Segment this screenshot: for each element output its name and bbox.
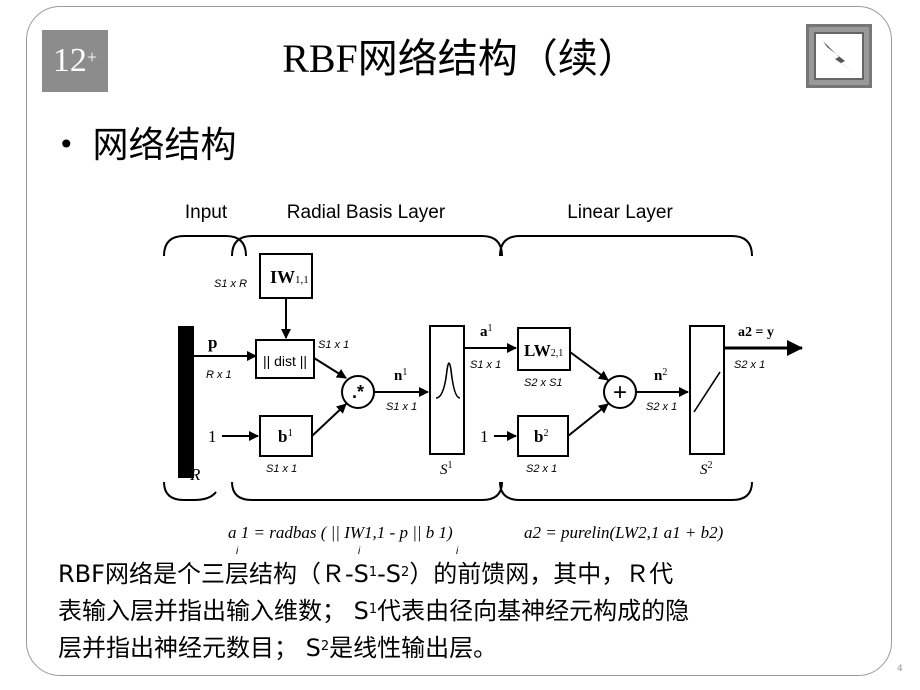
- equation-index-mark-2: i: [358, 546, 361, 557]
- bullet-item: •网络结构: [58, 125, 237, 166]
- description-line-2: 表输入层并指出输入维数； S1代表由径向基神经元构成的隐: [58, 593, 878, 630]
- a1-dim-label: S1 x 1: [470, 359, 501, 371]
- lw-to-sum-arrow: [569, 351, 609, 381]
- brace-radial-bottom: [231, 481, 503, 501]
- bias1-to-mult-arrow: [311, 403, 347, 437]
- dist-block: [255, 339, 315, 379]
- desc-l3-b: 是线性输出层。: [329, 634, 498, 662]
- iw-block: [259, 253, 313, 299]
- a1-label-main: a: [480, 324, 488, 340]
- header-input: Input: [185, 202, 228, 223]
- n1-label-sup: 1: [402, 367, 407, 378]
- brace-input-top: [163, 235, 247, 257]
- radbas-size-sup: 1: [448, 460, 453, 471]
- purelin-size-main: S: [700, 462, 708, 478]
- desc-l1-sup2: 2: [401, 565, 410, 580]
- slide-number-sup: +: [86, 47, 98, 67]
- input-size-label: R: [189, 465, 201, 484]
- page-index: 4: [897, 664, 903, 674]
- bias2-label: b2: [534, 427, 548, 446]
- bias1-label: b1: [278, 427, 293, 446]
- lw-label-main: LW: [524, 341, 551, 360]
- iw-label-sub: 1,1: [295, 274, 309, 286]
- brace-input-bottom: [163, 481, 217, 501]
- bias2-to-sum-arrow: [567, 403, 609, 437]
- lw-block: [517, 327, 571, 371]
- brace-linear-top: [499, 235, 753, 257]
- equation-index-mark-1: i: [236, 546, 239, 557]
- slide-frame: [26, 6, 892, 676]
- equation-purelin: a2 = purelin(LW2,1 a1 + b2): [524, 523, 724, 542]
- a1-label-sup: 1: [488, 323, 493, 334]
- description-line-3: 层并指出神经元数目； S2是线性输出层。: [58, 630, 878, 667]
- dist-dim-label: S1 x 1: [318, 339, 349, 351]
- desc-l2-sup: 1: [368, 602, 378, 617]
- bias2-label-main: b: [534, 427, 543, 446]
- desc-l1-sup1: 1: [368, 565, 378, 580]
- slide-number: 12: [52, 42, 87, 79]
- description-line-1: RBF网络是个三层结构（Ｒ-S1-S2）的前馈网，其中，Ｒ代: [58, 556, 878, 593]
- desc-l1-c: ）的前馈网，其中，Ｒ代: [409, 560, 674, 588]
- equation-radbas: a 1 = radbas ( || IW1,1 - p || b 1): [228, 523, 453, 542]
- desc-l2-a: 表输入层并指出输入维数； S: [58, 597, 369, 625]
- header-linear-layer: Linear Layer: [567, 202, 673, 223]
- p-label: p: [208, 333, 217, 352]
- bias2-dim-label: S2 x 1: [526, 463, 557, 475]
- bias1-dim-label: S1 x 1: [266, 463, 297, 475]
- slide-number-badge: 12+: [42, 30, 108, 92]
- bias1-input-label: 1: [208, 427, 217, 446]
- radbas-size-main: S: [440, 462, 448, 478]
- iw-dim-label: S1 x R: [214, 278, 247, 290]
- lightning-logo-icon: [806, 24, 872, 88]
- purelin-size-label: S2: [700, 460, 713, 478]
- input-vector-bar: [178, 326, 194, 478]
- n2-dim-label: S2 x 1: [646, 401, 677, 413]
- lw-dim-label: S2 x S1: [524, 377, 563, 389]
- header-radial-basis-layer: Radial Basis Layer: [287, 202, 446, 223]
- brace-linear-bottom: [499, 481, 753, 501]
- lw-label-sub: 2,1: [551, 348, 564, 359]
- n2-label-main: n: [654, 368, 663, 384]
- radbas-size-label: S1: [440, 460, 453, 478]
- n1-dim-label: S1 x 1: [386, 401, 417, 413]
- iw-label: IW1,1: [270, 267, 309, 287]
- description-text: RBF网络是个三层结构（Ｒ-S1-S2）的前馈网，其中，Ｒ代 表输入层并指出输入…: [58, 556, 878, 667]
- bias1-block: [259, 415, 313, 457]
- equation-index-mark-3: i: [456, 546, 459, 557]
- slide-title: RBF网络结构（续）: [282, 36, 638, 81]
- desc-l3-sup: 2: [320, 639, 330, 654]
- multiply-label: .*: [352, 382, 364, 402]
- bullet-text: 网络结构: [92, 125, 237, 166]
- purelin-size-sup: 2: [708, 460, 713, 471]
- bias2-input-label: 1: [480, 427, 489, 446]
- dist-to-mult-arrow: [313, 357, 347, 379]
- radbas-curve-icon: [435, 362, 461, 399]
- radbas-transfer-block: [429, 325, 465, 455]
- n1-label-main: n: [394, 368, 403, 384]
- output-label: a2 = y: [738, 325, 774, 340]
- desc-l1-a: RBF网络是个三层结构（Ｒ-S: [58, 560, 369, 588]
- purelin-transfer-block: [689, 325, 725, 455]
- desc-l1-b: -S: [377, 560, 402, 588]
- lw-label: LW2,1: [524, 341, 563, 360]
- purelin-line-icon: [693, 371, 721, 413]
- sum-label: +: [613, 379, 627, 406]
- n1-label: n1: [394, 367, 407, 384]
- brace-radial-top: [231, 235, 503, 257]
- bias1-label-sup: 1: [287, 427, 293, 439]
- n2-label-sup: 2: [662, 367, 667, 378]
- p-dim-label: R x 1: [206, 369, 232, 381]
- desc-l3-a: 层并指出神经元数目； S: [58, 634, 321, 662]
- desc-l2-b: 代表由径向基神经元构成的隐: [377, 597, 690, 625]
- dist-label: || dist ||: [263, 353, 307, 369]
- rbf-network-diagram: Input Radial Basis Layer Linear Layer R …: [163, 202, 803, 557]
- bias2-label-sup: 2: [543, 428, 548, 439]
- n2-label: n2: [654, 367, 667, 384]
- a1-label: a1: [480, 323, 493, 340]
- iw-label-main: IW: [270, 267, 295, 287]
- output-dim-label: S2 x 1: [734, 359, 765, 371]
- bias1-label-main: b: [278, 427, 287, 446]
